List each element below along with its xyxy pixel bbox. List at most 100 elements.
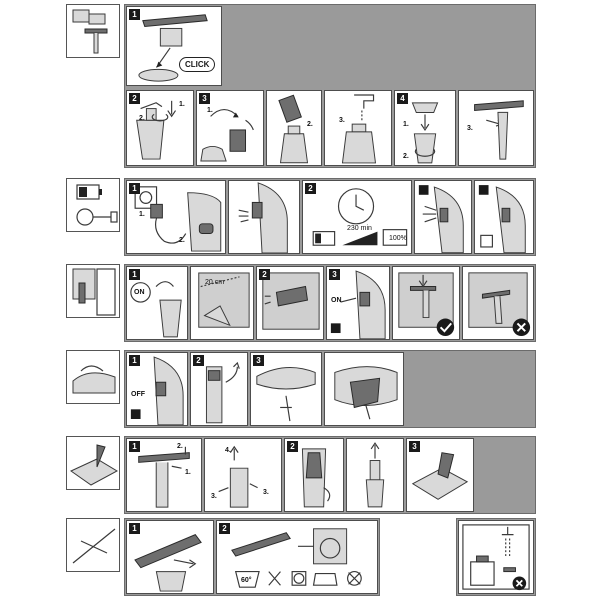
section2-thumbnail	[66, 178, 120, 232]
led-off-illustration	[478, 185, 526, 253]
section5-step2b-panel	[346, 438, 404, 512]
section2-step1b-panel	[228, 180, 300, 254]
rinse-parts-illustration	[301, 448, 331, 508]
section6-step2-panel: 2 60°	[216, 520, 378, 594]
on-label: ON	[331, 297, 342, 304]
squeegee-on-illustration	[330, 270, 386, 339]
check-icon	[436, 318, 455, 336]
click-callout: CLICK	[179, 57, 216, 72]
step-number: 1	[129, 269, 140, 280]
step-number: 1	[129, 9, 140, 20]
step-number: 1	[129, 441, 140, 452]
section6-thumbnail	[66, 518, 120, 572]
section1-step3b-panel: 2.	[266, 90, 322, 166]
step-number: 2	[259, 269, 270, 280]
section3-wrong-panel	[462, 266, 534, 340]
wiping-pad-icon	[72, 528, 116, 564]
section5-step2-panel: 2	[284, 438, 344, 512]
mark-2: 2.	[177, 443, 183, 450]
distance-label: 20 cm	[205, 279, 225, 286]
remove-tank-illustration	[205, 361, 240, 424]
section1-step4a-panel: 4 1. 2.	[394, 90, 456, 166]
step-number: 2	[129, 93, 140, 104]
step-number: 4	[397, 93, 408, 104]
section2-led-on-panel	[414, 180, 472, 254]
fill-water-illustration	[341, 94, 377, 164]
section3-step2-panel: 2	[256, 266, 324, 340]
plug-charger-illustration	[134, 186, 222, 252]
wrong-technique-illustration	[468, 272, 531, 337]
step-number: 2	[193, 355, 204, 366]
section1-thumbnail	[66, 4, 120, 58]
mark-4: 4.	[225, 447, 231, 454]
step-number: 1	[129, 183, 140, 194]
attach-spray-head-illustration	[411, 102, 439, 164]
storage-panel	[458, 520, 534, 594]
charge-time-label: 230 min	[347, 225, 372, 232]
mark-2: 2.	[307, 121, 313, 128]
wipe-housing-illustration	[411, 452, 469, 500]
step-number: 1	[129, 523, 140, 534]
no-tumble-dry-icon	[291, 571, 307, 586]
spray-bottle-illustration	[136, 100, 177, 160]
mark-1: 1.	[139, 211, 145, 218]
mark-2: 2.	[139, 115, 145, 122]
window-cleaner-icon	[72, 9, 108, 54]
step-number: 2	[287, 441, 298, 452]
section5-step3-panel: 3	[406, 438, 474, 512]
section4-step3b-panel	[324, 352, 404, 426]
on-label: ON	[134, 289, 145, 296]
no-iron-icon	[312, 572, 338, 586]
battery-charge-icon	[76, 184, 118, 226]
section3-thumbnail	[66, 264, 120, 318]
correct-technique-illustration	[398, 272, 455, 336]
section4-step2-panel: 2	[190, 352, 248, 426]
led-on-illustration	[418, 185, 464, 253]
step-number: 3	[409, 441, 420, 452]
section4-step1-panel: 1 OFF	[126, 352, 188, 426]
pour-sachet-illustration	[278, 94, 309, 164]
mark-1: 1.	[207, 107, 213, 114]
section3-step1-panel: 1 ON	[126, 266, 188, 340]
off-label: OFF	[131, 391, 145, 398]
attach-head-illustration	[138, 14, 208, 82]
mark-1: 1.	[403, 121, 409, 128]
step-number: 2	[305, 183, 316, 194]
mark-1: 1.	[185, 469, 191, 476]
window-cleaning-icon	[72, 268, 116, 316]
no-dry-clean-icon	[347, 571, 362, 586]
spray-window-illustration	[198, 272, 250, 328]
section4-step3-panel: 3	[250, 352, 322, 426]
charging-led-illustration	[238, 182, 288, 253]
step-number: 2	[219, 523, 230, 534]
section3-correct-panel	[392, 266, 460, 340]
mark-3: 3.	[467, 125, 473, 132]
step-number: 3	[199, 93, 210, 104]
section1-step4b-panel: 3.	[458, 90, 534, 166]
wash-temperature-icon	[234, 571, 260, 588]
step-number: 3	[253, 355, 264, 366]
clean-tank-illustration	[334, 366, 398, 420]
battery-full-label: 100%	[389, 235, 407, 242]
assembled-sprayer-illustration	[474, 100, 524, 160]
remove-blade-illustration	[138, 446, 190, 508]
step-number: 1	[129, 355, 140, 366]
mark-2: 2.	[179, 237, 185, 244]
mark-3: 3.	[339, 117, 345, 124]
section1-step1-panel: 1 CLICK	[126, 6, 222, 86]
spray-bottle-on-illustration	[130, 281, 182, 338]
section5-step1b-panel: 4. 3. 3.	[204, 438, 282, 512]
section1-step3c-panel: 3.	[324, 90, 392, 166]
no-bleach-icon	[268, 571, 281, 586]
empty-tank-icon	[72, 365, 116, 394]
section2-led-off-panel	[474, 180, 534, 254]
clean-surface-icon	[70, 444, 119, 486]
wipe-window-illustration	[262, 272, 320, 330]
detach-head-illustration	[218, 445, 258, 508]
section5-step1-panel: 1 2. 1.	[126, 438, 202, 512]
section3-step1b-panel: 20 cm	[190, 266, 254, 340]
wash-temp-label: 60°	[241, 577, 252, 584]
section3-step3-panel: 3 ON	[326, 266, 390, 340]
switch-off-illustration	[130, 356, 184, 425]
clean-nozzle-illustration	[365, 442, 385, 508]
